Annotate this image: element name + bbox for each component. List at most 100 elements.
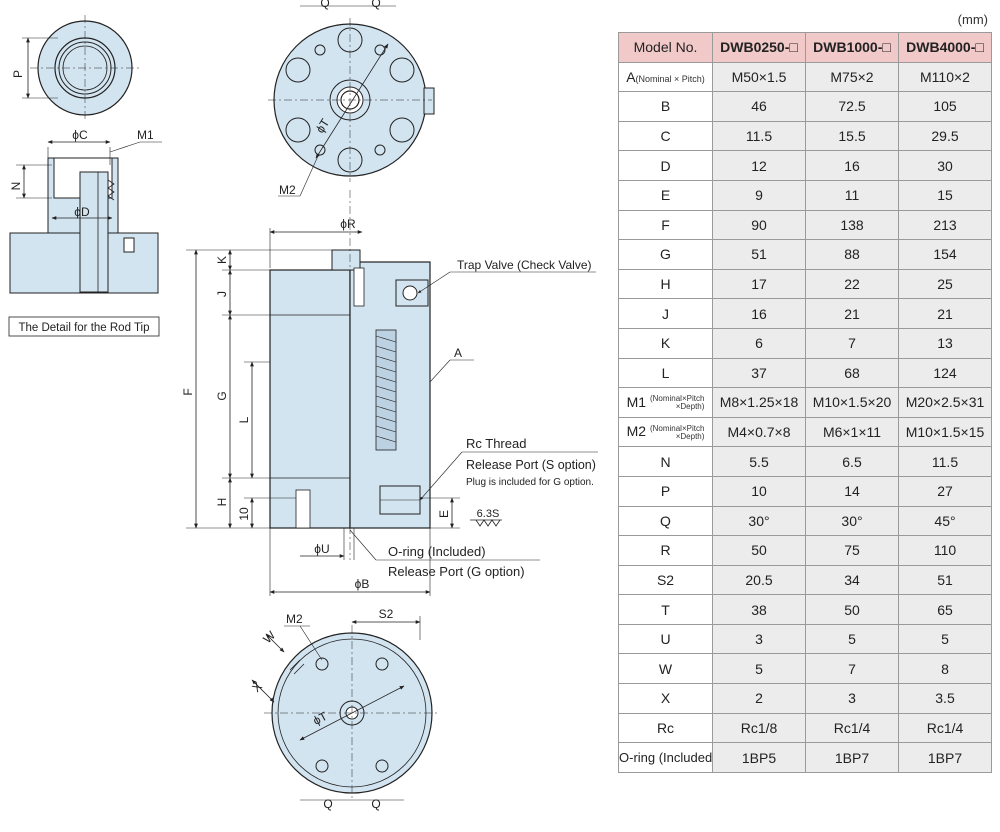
dim-c-label: ϕC bbox=[72, 128, 88, 142]
table-row: P 10 14 27 bbox=[618, 475, 992, 507]
dim-h-label: H bbox=[215, 498, 229, 507]
cell: 21 bbox=[898, 298, 992, 329]
dim-b-label: ϕB bbox=[355, 577, 370, 591]
cell: 65 bbox=[898, 594, 992, 625]
dim-m1-label: M1 bbox=[137, 128, 154, 142]
row-label: P bbox=[618, 475, 713, 507]
cell: 50 bbox=[805, 594, 899, 625]
header-dwb1000: DWB1000-□ bbox=[805, 32, 899, 63]
table-row: F 90 138 213 bbox=[618, 209, 992, 241]
surface-finish-label: 6.3S bbox=[477, 508, 500, 520]
cell: M10×1.5×15 bbox=[898, 416, 992, 448]
cell: 3 bbox=[805, 683, 899, 714]
clamp-side-view: ϕR F K J G L H 10 E 6.3S ϕU ϕB bbox=[181, 190, 598, 596]
row-label: G bbox=[618, 239, 713, 270]
cell: 46 bbox=[712, 91, 806, 122]
cell: Rc1/4 bbox=[805, 712, 899, 744]
cell: 21 bbox=[805, 298, 899, 329]
rod-tip-detail: ϕC M1 N ϕD The Detail for the Rod Tip bbox=[8, 128, 162, 337]
cell: M10×1.5×20 bbox=[805, 387, 899, 418]
dim-a-label: A bbox=[454, 346, 462, 360]
table-row: A(Nominal × Pitch) M50×1.5 M75×2 M110×2 bbox=[618, 61, 992, 93]
cell: 6 bbox=[712, 327, 806, 359]
cell: 22 bbox=[805, 268, 899, 300]
row-label: T bbox=[618, 594, 713, 625]
row-label: N bbox=[618, 446, 713, 477]
dim-f-label: F bbox=[181, 388, 195, 395]
clamp-top-view: ϕT Q Q M2 bbox=[268, 0, 435, 197]
cell: 7 bbox=[805, 327, 899, 359]
cell: M20×2.5×31 bbox=[898, 387, 992, 418]
release-port-g-callout: Release Port (G option) bbox=[388, 564, 525, 579]
cell: 10 bbox=[712, 475, 806, 507]
row-label: D bbox=[618, 150, 713, 181]
table-row: U 3 5 5 bbox=[618, 623, 992, 655]
rc-thread-callout: Rc Thread bbox=[466, 436, 526, 451]
cell: 90 bbox=[712, 209, 806, 241]
cell: M6×1×11 bbox=[805, 416, 899, 448]
cell: 16 bbox=[805, 150, 899, 181]
release-port-s-callout: Release Port (S option) bbox=[466, 458, 596, 472]
dim-g-label: G bbox=[215, 391, 229, 400]
table-row: D 12 16 30 bbox=[618, 150, 992, 181]
table-row: X 2 3 3.5 bbox=[618, 683, 992, 714]
dim-s2-label: S2 bbox=[379, 607, 394, 621]
table-row: N 5.5 6.5 11.5 bbox=[618, 446, 992, 477]
table-row: E 9 11 15 bbox=[618, 179, 992, 211]
row-label: F bbox=[618, 209, 713, 241]
cell: 11.5 bbox=[712, 120, 806, 152]
cell: 9 bbox=[712, 179, 806, 211]
cell: 138 bbox=[805, 209, 899, 241]
cell: 34 bbox=[805, 564, 899, 596]
row-label: A(Nominal × Pitch) bbox=[618, 61, 713, 93]
cell: 14 bbox=[805, 475, 899, 507]
cell: 20.5 bbox=[712, 564, 806, 596]
row-label: S2 bbox=[618, 564, 713, 596]
dim-t-label-bottom: ϕT bbox=[311, 709, 331, 728]
table-row: J 16 21 21 bbox=[618, 298, 992, 329]
cell: 5.5 bbox=[712, 446, 806, 477]
dim-k-label: K bbox=[215, 256, 229, 264]
row-label: K bbox=[618, 327, 713, 359]
cell: 30° bbox=[712, 505, 806, 537]
dim-q-label-bottom-left: Q bbox=[323, 797, 332, 811]
table-row: C 11.5 15.5 29.5 bbox=[618, 120, 992, 152]
trap-valve-callout: Trap Valve (Check Valve) bbox=[457, 258, 592, 272]
cell: 5 bbox=[805, 623, 899, 655]
cell: 15 bbox=[898, 179, 992, 211]
cell: Rc1/4 bbox=[898, 712, 992, 744]
clamp-bottom-view: ϕT S2 M2 W X Q Q bbox=[249, 607, 440, 811]
header-model-no: Model No. bbox=[618, 32, 713, 63]
row-label: E bbox=[618, 179, 713, 211]
dim-q-label-bottom-right: Q bbox=[371, 797, 380, 811]
cell: 75 bbox=[805, 535, 899, 566]
table-row: G 51 88 154 bbox=[618, 239, 992, 270]
row-label: H bbox=[618, 268, 713, 300]
table-row: W 5 7 8 bbox=[618, 653, 992, 685]
cell: 29.5 bbox=[898, 120, 992, 152]
header-dwb0250: DWB0250-□ bbox=[712, 32, 806, 63]
cell: 11.5 bbox=[898, 446, 992, 477]
cell: 45° bbox=[898, 505, 992, 537]
table-row: O-ring (Included) 1BP5 1BP7 1BP7 bbox=[618, 742, 992, 773]
dim-r-label: ϕR bbox=[340, 217, 356, 231]
cell: 124 bbox=[898, 357, 992, 389]
cell: M4×0.7×8 bbox=[712, 416, 806, 448]
row-label: W bbox=[618, 653, 713, 685]
dim-d-label: ϕD bbox=[74, 205, 90, 219]
cell: 3 bbox=[712, 623, 806, 655]
row-label: O-ring (Included) bbox=[618, 742, 713, 773]
row-label: M2 (Nominal×Pitch×Depth) bbox=[618, 416, 713, 448]
cell: 13 bbox=[898, 327, 992, 359]
cell: 30 bbox=[898, 150, 992, 181]
cell: Rc1/8 bbox=[712, 712, 806, 744]
dim-e-label: E bbox=[437, 510, 451, 518]
cell: 88 bbox=[805, 239, 899, 270]
cell: 8 bbox=[898, 653, 992, 685]
cell: 5 bbox=[712, 653, 806, 685]
technical-drawing: P ϕC M1 N ϕD The Detail for the Rod Tip bbox=[8, 0, 598, 811]
cell: 213 bbox=[898, 209, 992, 241]
table-row: M1 (Nominal×Pitch×Depth) M8×1.25×18 M10×… bbox=[618, 387, 992, 418]
cell: M8×1.25×18 bbox=[712, 387, 806, 418]
cell: 30° bbox=[805, 505, 899, 537]
